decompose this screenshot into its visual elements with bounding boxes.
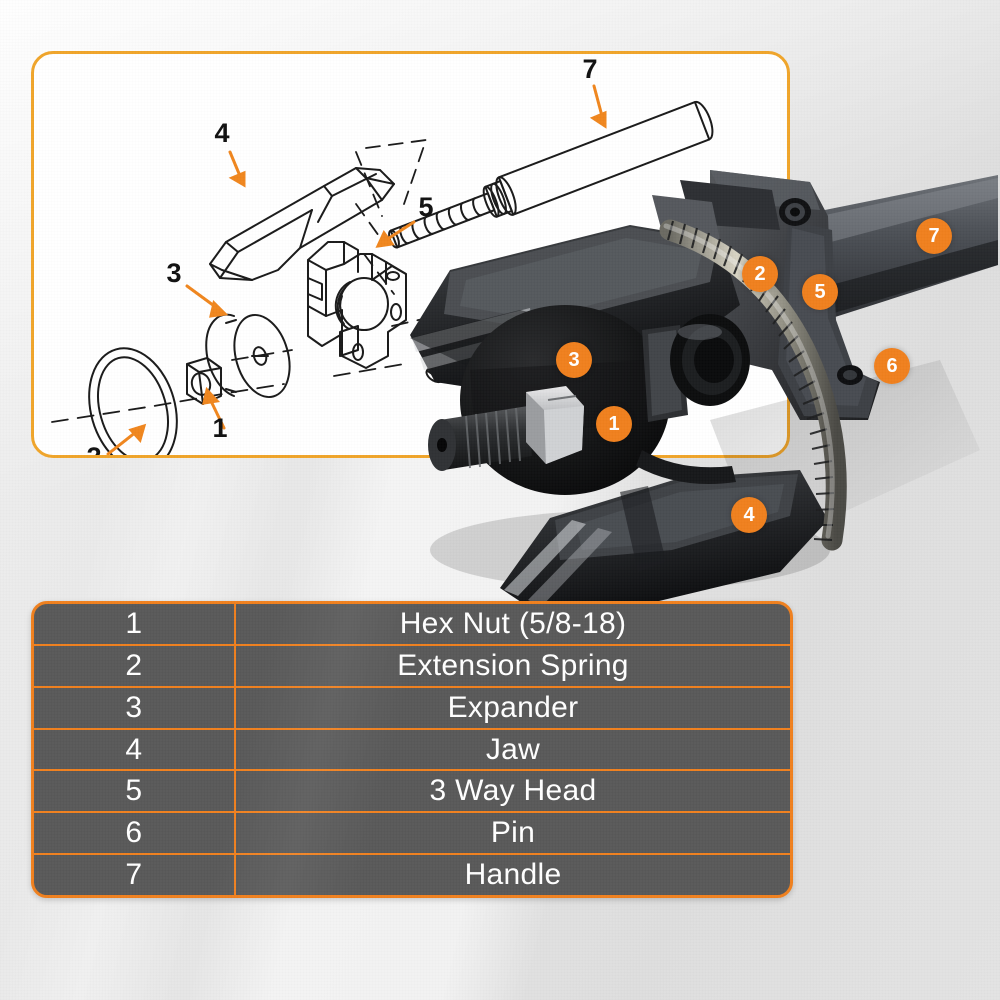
table-row: 2 Extension Spring bbox=[34, 645, 790, 688]
table-row: 4 Jaw bbox=[34, 729, 790, 772]
table-cell-label: Expander bbox=[447, 690, 579, 724]
table-cell-number: 6 bbox=[34, 813, 236, 854]
table-cell-label: Hex Nut (5/8-18) bbox=[399, 606, 627, 640]
exploded-diagram-drawing: 1 2 3 4 5 6 7 bbox=[51, 54, 714, 458]
table-row: 3 Expander bbox=[34, 687, 790, 730]
table-cell-label: Extension Spring bbox=[397, 648, 629, 682]
parts-legend-table: 1 Hex Nut (5/8-18) 2 Extension Spring 3 … bbox=[31, 601, 793, 898]
diagram-callout-5: 5 bbox=[418, 192, 433, 222]
diagram-callout-2: 2 bbox=[86, 442, 101, 458]
photo-badge-4[interactable]: 4 bbox=[731, 497, 767, 533]
photo-badge-5[interactable]: 5 bbox=[802, 274, 838, 310]
table-cell-number: 5 bbox=[34, 771, 236, 812]
diagram-callout-1: 1 bbox=[212, 413, 227, 443]
photo-badge-6[interactable]: 6 bbox=[874, 348, 910, 384]
table-cell-number: 7 bbox=[34, 855, 236, 895]
table-cell-label: Pin bbox=[490, 816, 536, 850]
table-cell-number: 2 bbox=[34, 645, 236, 686]
table-row: 7 Handle bbox=[34, 855, 790, 895]
table-cell-number: 4 bbox=[34, 729, 236, 770]
photo-badge-1[interactable]: 1 bbox=[596, 406, 632, 442]
tool-product-photo bbox=[380, 120, 1000, 610]
photo-badge-3[interactable]: 3 bbox=[556, 342, 592, 378]
tool-photo-illustration bbox=[410, 170, 998, 608]
table-row: 5 3 Way Head bbox=[34, 771, 790, 814]
table-row: 1 Hex Nut (5/8-18) bbox=[34, 604, 790, 646]
table-row: 6 Pin bbox=[34, 813, 790, 856]
table-cell-label: 3 Way Head bbox=[429, 774, 597, 808]
table-cell-label: Handle bbox=[464, 858, 562, 892]
photo-badge-7[interactable]: 7 bbox=[916, 218, 952, 254]
photo-badge-2[interactable]: 2 bbox=[742, 256, 778, 292]
diagram-callout-4: 4 bbox=[214, 118, 229, 148]
table-cell-label: Jaw bbox=[485, 732, 541, 766]
diagram-callout-7: 7 bbox=[582, 54, 597, 84]
diagram-callout-3: 3 bbox=[166, 258, 181, 288]
table-cell-number: 1 bbox=[34, 604, 236, 644]
table-cell-number: 3 bbox=[34, 687, 236, 728]
